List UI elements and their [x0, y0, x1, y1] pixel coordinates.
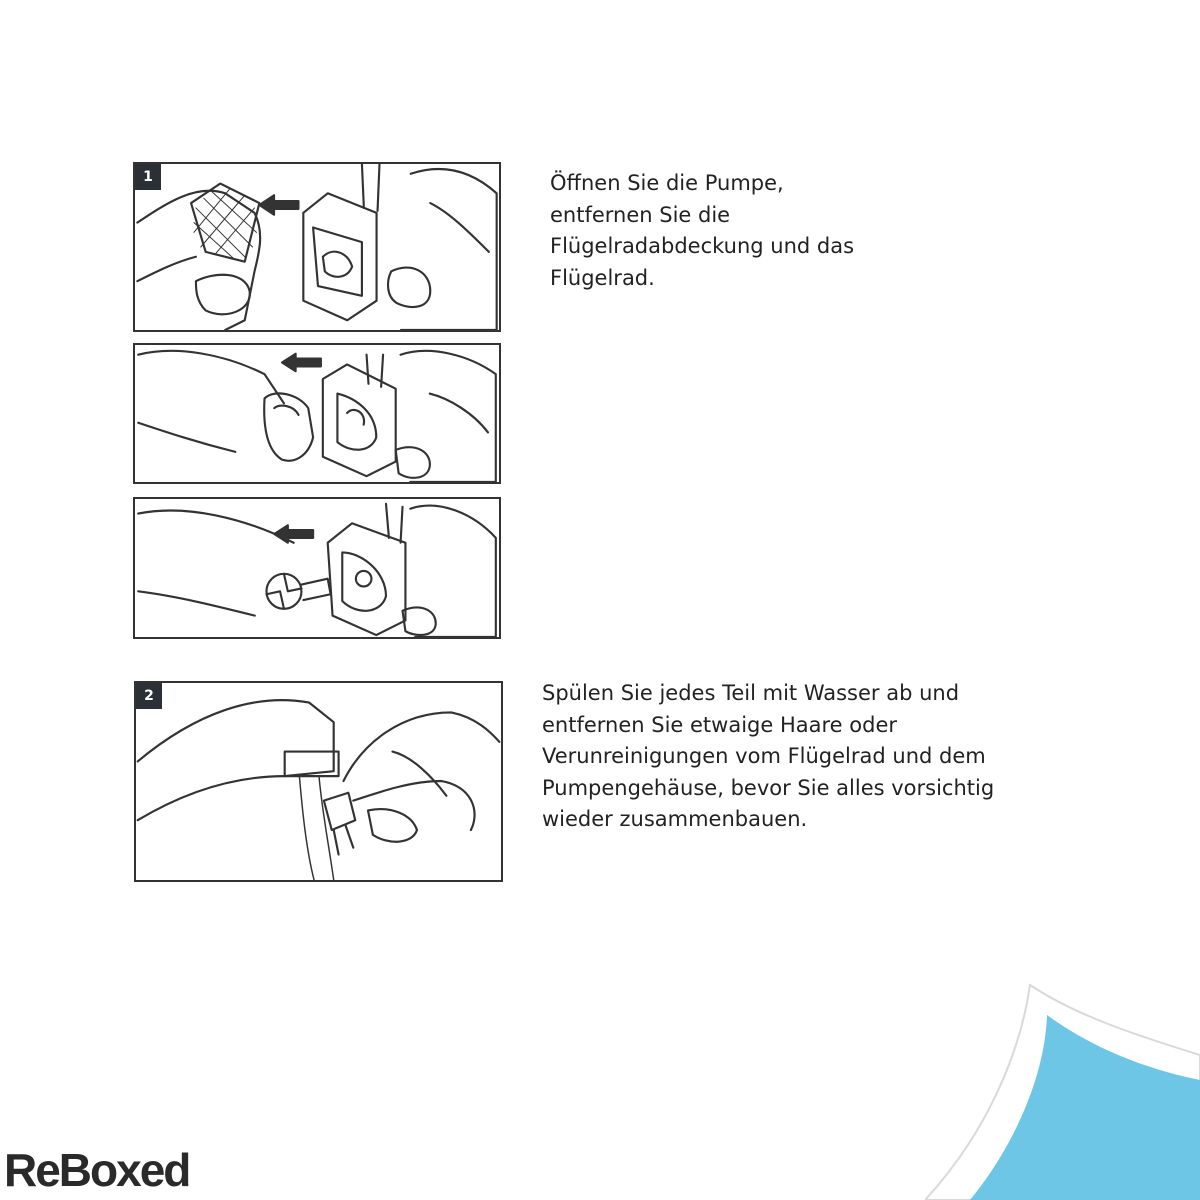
step-1-illustration-remove-impeller [133, 497, 501, 639]
remove-impeller-drawing [137, 502, 497, 637]
remove-cover-drawing [136, 164, 498, 330]
step-1-badge: 1 [135, 164, 161, 190]
brand-logo: ReBoxed [4, 1144, 191, 1196]
step-2-instruction-text: Spülen Sie jedes Teil mit Wasser ab und … [542, 681, 995, 831]
page-curl-decoration [925, 983, 1200, 1200]
step-1-illustration-remove-cover: 1 [133, 162, 501, 332]
step-1-instruction-text: Öffnen Sie die Pumpe, entfernen Sie die … [550, 171, 855, 290]
step-1-illustration-remove-impeller-cover [133, 343, 501, 484]
rinse-under-tap-drawing [136, 699, 501, 880]
step-2-illustration-rinse: 2 [134, 681, 503, 882]
step-2-badge: 2 [136, 683, 162, 709]
remove-impeller-cover-drawing [137, 349, 497, 482]
